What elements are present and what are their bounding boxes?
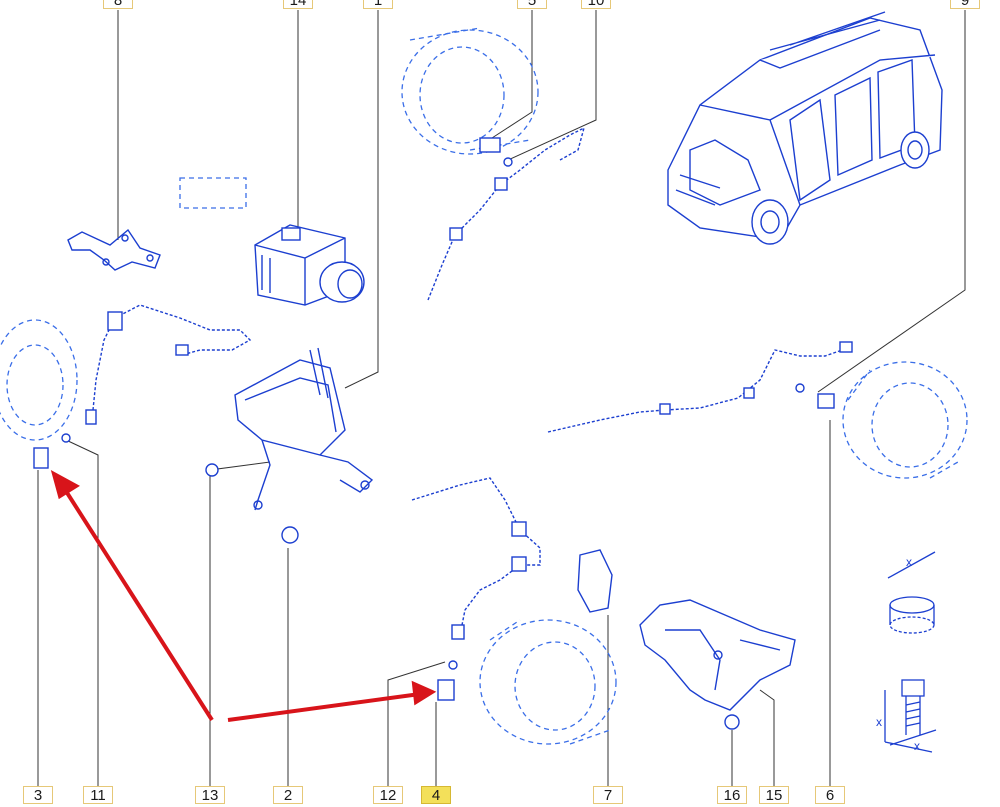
callout-1[interactable]: 1 (363, 0, 393, 9)
callout-8[interactable]: 8 (103, 0, 133, 9)
highlight-arrows (50, 469, 437, 722)
leader-lines (37, 10, 966, 786)
callout-5[interactable]: 5 (517, 0, 547, 9)
sensor-6 (817, 393, 835, 409)
wheel-top (401, 27, 539, 155)
nut-13 (205, 463, 219, 477)
callout-9[interactable]: 9 (950, 0, 980, 9)
ghost-module-outline (179, 177, 247, 209)
dim-mark-x-2: x (876, 715, 882, 729)
callout-7[interactable]: 7 (593, 786, 623, 804)
vehicle-illustration (667, 11, 943, 245)
leader-10 (507, 10, 597, 161)
callout-15[interactable]: 15 (759, 786, 789, 804)
callout-11[interactable]: 11 (83, 786, 113, 804)
leader-12 (387, 661, 446, 786)
callout-10[interactable]: 10 (581, 0, 611, 9)
dim-mark-x-3: x (914, 739, 920, 753)
sensor-4 (437, 679, 455, 701)
screw-12 (448, 660, 458, 670)
leader-13 (209, 461, 271, 786)
leader-1 (344, 10, 379, 389)
callout-16[interactable]: 16 (717, 786, 747, 804)
callout-2[interactable]: 2 (273, 786, 303, 804)
dimension-symbols (884, 551, 937, 753)
screw-10 (503, 157, 513, 167)
abs-bracket (234, 347, 374, 511)
wheel-left (0, 319, 78, 441)
arrow-to-4 (227, 692, 421, 722)
sensor-3 (33, 447, 49, 469)
callout-3[interactable]: 3 (23, 786, 53, 804)
abs-unit (254, 224, 365, 306)
grommet-2 (281, 526, 299, 544)
arrow-head-3 (50, 469, 80, 500)
callout-6[interactable]: 6 (815, 786, 845, 804)
dim-mark-x-1: x (906, 555, 912, 569)
leader-15 (759, 689, 775, 786)
leader-5 (491, 10, 533, 139)
clip-7 (577, 549, 613, 613)
callout-13[interactable]: 13 (195, 786, 225, 804)
sensor-bracket-front (67, 228, 161, 271)
sensor-cables (85, 126, 853, 640)
wheel-right (842, 361, 968, 479)
arrow-to-3 (62, 486, 214, 722)
callout-14[interactable]: 14 (283, 0, 313, 9)
leader-11 (65, 439, 99, 786)
heat-shield (639, 599, 796, 711)
leader-9 (817, 10, 966, 393)
arrow-head-4 (411, 680, 437, 706)
small-parts (33, 137, 835, 730)
callout-4[interactable]: 4 (421, 786, 451, 804)
callout-12[interactable]: 12 (373, 786, 403, 804)
screw-11 (61, 433, 71, 443)
wheel-bottom (479, 619, 617, 745)
sensor-5 (479, 137, 501, 153)
nut-16 (724, 714, 740, 730)
screw-9 (795, 383, 805, 393)
